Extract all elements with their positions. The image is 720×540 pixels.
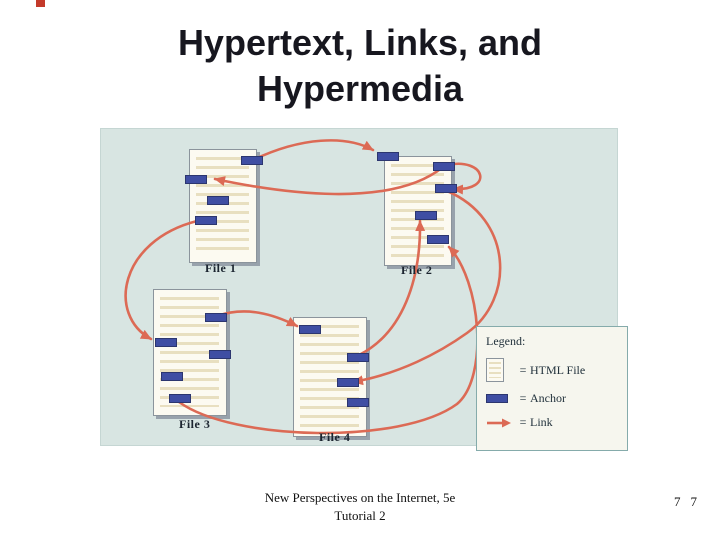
legend-label-link: Link <box>530 415 553 429</box>
legend-symbol <box>486 358 516 382</box>
legend-symbol <box>486 418 516 428</box>
link-arrow <box>445 162 482 195</box>
legend-row-anchor: = Anchor <box>486 391 618 406</box>
file-4-label: File 4 <box>319 430 351 444</box>
legend-equals: = <box>519 391 527 405</box>
anchor-icon <box>169 394 191 403</box>
file-2-label: File 2 <box>401 263 433 277</box>
legend-row-html-file: = HTML File <box>486 358 618 382</box>
slide-footer: New Perspectives on the Internet, 5e Tut… <box>0 489 720 524</box>
anchor-icon <box>347 398 369 407</box>
legend-row-link: = Link <box>486 415 618 430</box>
anchor-icon <box>486 394 508 403</box>
file-3-label: File 3 <box>179 417 211 431</box>
html-file-icon <box>486 358 504 382</box>
link-arrow <box>213 165 445 196</box>
anchor-icon <box>427 235 449 244</box>
footer-line-1: New Perspectives on the Internet, 5e <box>264 490 456 505</box>
legend-label-anchor: Anchor <box>530 391 566 405</box>
anchor-icon <box>435 184 457 193</box>
link-arrow-icon <box>487 418 511 427</box>
anchor-icon <box>337 378 359 387</box>
link-arrow <box>251 139 375 162</box>
corner-decoration <box>36 0 45 7</box>
slide-title-line-2: Hypermedia <box>256 67 464 109</box>
anchor-icon <box>299 325 321 334</box>
slide-title-line-1: Hypertext, Links, and <box>177 22 543 63</box>
anchor-icon <box>209 350 231 359</box>
anchor-icon <box>155 338 177 347</box>
anchor-icon <box>161 372 183 381</box>
legend-symbol <box>486 394 516 403</box>
anchor-icon <box>195 216 217 225</box>
link-arrow <box>124 219 199 341</box>
link-arrow <box>351 189 502 386</box>
legend-label-html-file: HTML File <box>530 362 586 377</box>
html-file-1 <box>189 149 257 263</box>
link-arrow <box>177 245 479 435</box>
page-number-right: 7 <box>690 494 698 509</box>
file-1-label: File 1 <box>205 261 237 275</box>
hypertext-diagram: File 1 File 2 File 3 File 4 Legend: = HT… <box>100 128 628 451</box>
footer-line-2: Tutorial 2 <box>334 507 386 523</box>
page-numbers: 7 7 <box>674 494 697 510</box>
anchor-icon <box>185 175 207 184</box>
anchor-icon <box>433 162 455 171</box>
legend: Legend: = HTML File = Anchor <box>476 326 628 451</box>
link-arrow <box>215 310 299 328</box>
anchor-icon <box>207 196 229 205</box>
anchor-icon <box>377 152 399 161</box>
slide-title: Hypertext, Links, and Hypermedia <box>0 20 720 111</box>
anchor-icon <box>241 156 263 165</box>
legend-equals: = <box>519 415 527 429</box>
anchor-icon <box>205 313 227 322</box>
legend-title: Legend: <box>486 334 526 348</box>
page-number-left: 7 <box>674 494 681 509</box>
anchor-icon <box>347 353 369 362</box>
link-arrow <box>357 219 426 357</box>
anchor-icon <box>415 211 437 220</box>
legend-equals: = <box>519 362 527 377</box>
